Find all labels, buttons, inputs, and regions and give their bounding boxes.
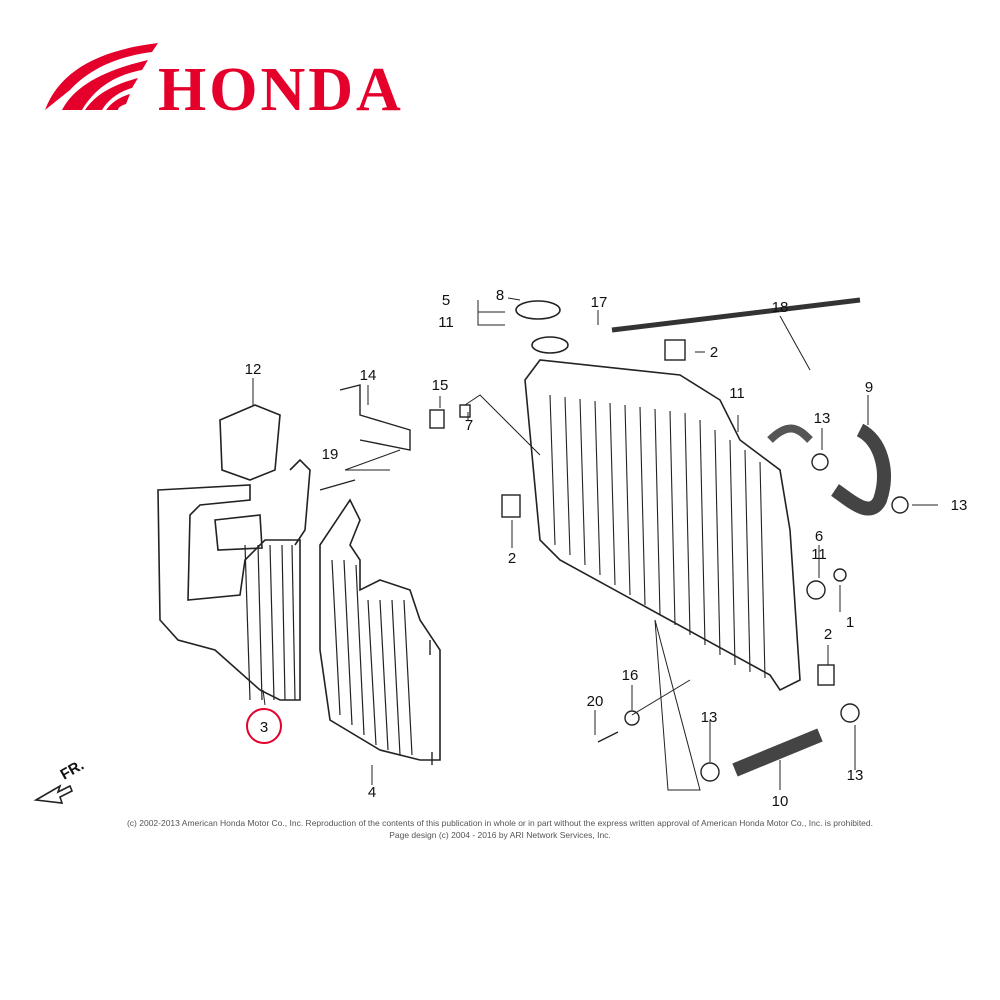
brand-name: HONDA xyxy=(158,56,404,120)
callout-1[interactable]: 1 xyxy=(846,614,854,631)
callout-2[interactable]: 2 xyxy=(508,550,516,567)
front-direction-arrow: FR. xyxy=(33,757,87,804)
callout-16[interactable]: 16 xyxy=(622,667,639,684)
callout-12[interactable]: 12 xyxy=(245,361,262,378)
leader-lines xyxy=(252,297,938,791)
callout-13[interactable]: 13 xyxy=(951,497,968,514)
callout-4[interactable]: 4 xyxy=(368,784,376,801)
callout-2[interactable]: 2 xyxy=(824,626,832,643)
callout-5[interactable]: 5 xyxy=(442,292,450,309)
radiator-shroud-drawing xyxy=(157,404,301,701)
callout-10[interactable]: 10 xyxy=(772,793,789,810)
copyright-line: (c) 2002-2013 American Honda Motor Co., … xyxy=(126,818,874,828)
callout-18[interactable]: 18 xyxy=(772,299,789,316)
callout-17[interactable]: 17 xyxy=(591,294,608,311)
callout-7[interactable]: 7 xyxy=(465,417,473,434)
hardware-drawings xyxy=(319,339,909,782)
radiator-grille-drawing xyxy=(289,458,441,761)
callout-14[interactable]: 14 xyxy=(360,367,377,384)
callout-11[interactable]: 11 xyxy=(811,546,827,563)
callout-13[interactable]: 13 xyxy=(847,767,864,784)
honda-logo: HONDA xyxy=(45,43,404,120)
callout-13[interactable]: 13 xyxy=(701,709,718,726)
callout-11[interactable]: 11 xyxy=(729,385,745,402)
callout-6[interactable]: 6 xyxy=(815,528,823,545)
callout-20[interactable]: 20 xyxy=(587,693,604,710)
radiator-drawing xyxy=(515,297,861,692)
callout-8[interactable]: 8 xyxy=(496,287,504,304)
callout-11[interactable]: 11 xyxy=(438,314,454,331)
callout-9[interactable]: 9 xyxy=(865,379,873,396)
hose-drawings xyxy=(732,423,891,777)
callout-13[interactable]: 13 xyxy=(814,410,831,427)
callout-2[interactable]: 2 xyxy=(710,344,718,361)
front-label: FR. xyxy=(58,757,87,784)
page-design-credit: Page design (c) 2004 - 2016 by ARI Netwo… xyxy=(389,830,611,840)
callout-19[interactable]: 19 xyxy=(322,446,339,463)
honda-wing-icon xyxy=(45,43,158,110)
callout-3[interactable]: 3 xyxy=(260,719,268,736)
callout-15[interactable]: 15 xyxy=(432,377,449,394)
highlight-circle xyxy=(246,708,282,744)
